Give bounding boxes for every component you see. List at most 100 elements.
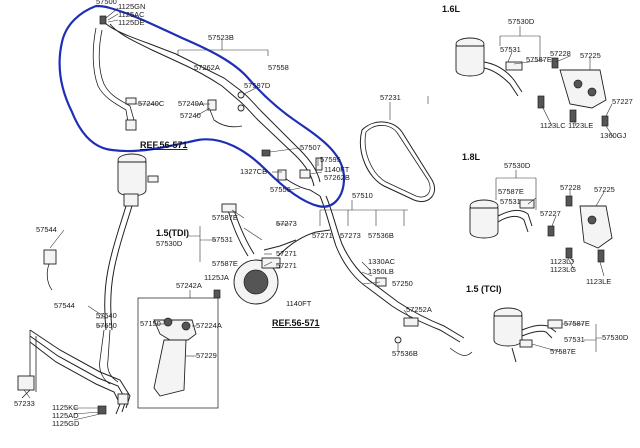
labels-panel-16: 1.6L 57530D 57531 57587E 57228 57225 572…: [442, 4, 633, 140]
label-1123lj: 1123LJ: [550, 257, 574, 266]
label-57531-main: 57531: [212, 235, 233, 244]
hose-57531-tci-b: [521, 330, 553, 339]
fitting-57240: [207, 99, 217, 111]
pressure-line-57510-b: [325, 195, 465, 339]
hose-57544-b: [110, 205, 133, 331]
hose-57531-18: [497, 209, 533, 227]
hose-57531-18-b: [497, 215, 529, 233]
drive-belt: [360, 121, 436, 202]
reservoir-body-tci: [493, 315, 523, 347]
label-1125kc: 1125KC: [52, 403, 79, 412]
hose-fitting-57240c: [125, 97, 137, 105]
label-57262b: 57262B: [324, 173, 350, 182]
clip-57587d: [237, 91, 245, 99]
label-1123le-18: 1123LE: [586, 277, 611, 286]
labels-panel-18: 1.8L 57530D 57587E 57531 57228 57225 572…: [462, 152, 615, 286]
leader-lines-panels: [495, 26, 615, 353]
label-57558: 57558: [268, 63, 289, 72]
label-57271-c: 57271: [276, 261, 297, 270]
panel-1-5-tci: [493, 307, 563, 363]
label-1123lc: 1123LC: [540, 121, 566, 130]
label-1123lg: 1123LG: [550, 265, 576, 274]
panel-1-6l: [455, 37, 609, 127]
reservoir-body-18: [469, 207, 499, 239]
label-57587e-tci-b: 57587E: [550, 347, 576, 356]
label-1360gj: 1360GJ: [600, 131, 627, 140]
label-57240a: 57240A: [178, 99, 204, 108]
bolt-1125ad: [97, 405, 107, 415]
label-57530d-main: 57530D: [156, 239, 183, 248]
bracket-body-57229: [153, 339, 187, 397]
label-57595: 57595: [320, 155, 341, 164]
line-57540: [99, 329, 111, 385]
section-1-5-tci: 1.5 (TCI): [466, 284, 502, 294]
label-57556: 57556: [270, 185, 291, 194]
reservoir-body-16: [455, 45, 485, 77]
ref-56-571-lower[interactable]: REF.56-571: [272, 318, 320, 328]
label-57242a: 57242A: [176, 281, 202, 290]
label-57587e-b: 57587E: [212, 259, 238, 268]
clip-57587d-b: [237, 104, 245, 112]
label-1123le-16: 1123LE: [568, 121, 593, 130]
label-57273-b: 57273: [340, 231, 361, 240]
hole-18-a: [587, 215, 597, 225]
return-hose-upper-b: [109, 23, 315, 187]
hose-57544: [104, 205, 127, 331]
ref-56-571-upper[interactable]: REF.56-571: [140, 140, 188, 150]
clamp-57587e-tci-b: [519, 339, 533, 348]
hose-end-57240c: [125, 119, 137, 131]
label-1140ft-a: 1140FT: [324, 165, 350, 174]
bracket-57225-16: [559, 69, 607, 109]
bolt-1125ja: [213, 289, 221, 299]
hose-tci-down: [511, 347, 517, 363]
bracket-57225-18: [579, 205, 613, 249]
label-1125gd: 1125GD: [52, 419, 80, 428]
hose-57544-left: [46, 261, 53, 291]
label-57531-18: 57531: [500, 197, 521, 206]
label-57271-a: 57271: [276, 249, 297, 258]
return-hose-upper: [103, 21, 321, 183]
label-57540: 57540: [96, 311, 117, 320]
label-1327cb: 1327CB: [240, 167, 267, 176]
line-end: [449, 347, 473, 356]
label-57271-b: 57271: [312, 231, 333, 240]
reservoir-body: [117, 161, 147, 197]
label-57544-a: 57544: [36, 225, 57, 234]
label-57536b: 57536B: [368, 231, 394, 240]
label-57150: 57150: [140, 319, 161, 328]
reservoir-outlet: [123, 193, 139, 207]
clip-1327cb: [277, 169, 287, 181]
clamp-57587e-16: [505, 61, 523, 71]
hole-16-a: [573, 79, 583, 89]
label-57228-18: 57228: [560, 183, 581, 192]
label-57530d-16: 57530D: [508, 17, 535, 26]
label-57587e-16: 57587E: [526, 55, 552, 64]
bolt-1123le-16: [569, 109, 577, 123]
labels-main: 57500 1125GN 1125AC 1125DE 57523B 57262A…: [14, 0, 432, 428]
label-57500: 57500: [96, 0, 117, 6]
label-57240c: 57240C: [138, 99, 165, 108]
hose-57531-tdi: [227, 209, 249, 257]
supply-hose-left-b: [98, 29, 135, 121]
label-1125gn: 1125GN: [118, 2, 145, 11]
bracket-57233: [17, 375, 35, 391]
bracket-group-box: [137, 297, 219, 409]
pump-pulley-hub: [243, 269, 269, 295]
clamp-57250: [375, 277, 387, 287]
pressure-line-a: [29, 329, 131, 409]
label-57273: 57273: [276, 219, 297, 228]
part-57544-left: [43, 249, 57, 265]
supply-hose-left: [92, 27, 129, 123]
label-57531-16: 57531: [500, 45, 521, 54]
label-57587e-tci: 57587E: [564, 319, 590, 328]
label-57227-18: 57227: [540, 209, 561, 218]
bolt-57595: [315, 157, 323, 171]
section-1-8l: 1.8L: [462, 152, 481, 162]
section-1-6l: 1.6L: [442, 4, 461, 14]
hose-clamp-top: [99, 15, 107, 25]
label-57228-16: 57228: [550, 49, 571, 58]
clamp-57587e-tdi: [221, 203, 237, 213]
hose-57531-tdi-b: [233, 209, 255, 255]
pressure-line-c: [29, 341, 121, 415]
bolt-57228-16: [551, 57, 559, 69]
